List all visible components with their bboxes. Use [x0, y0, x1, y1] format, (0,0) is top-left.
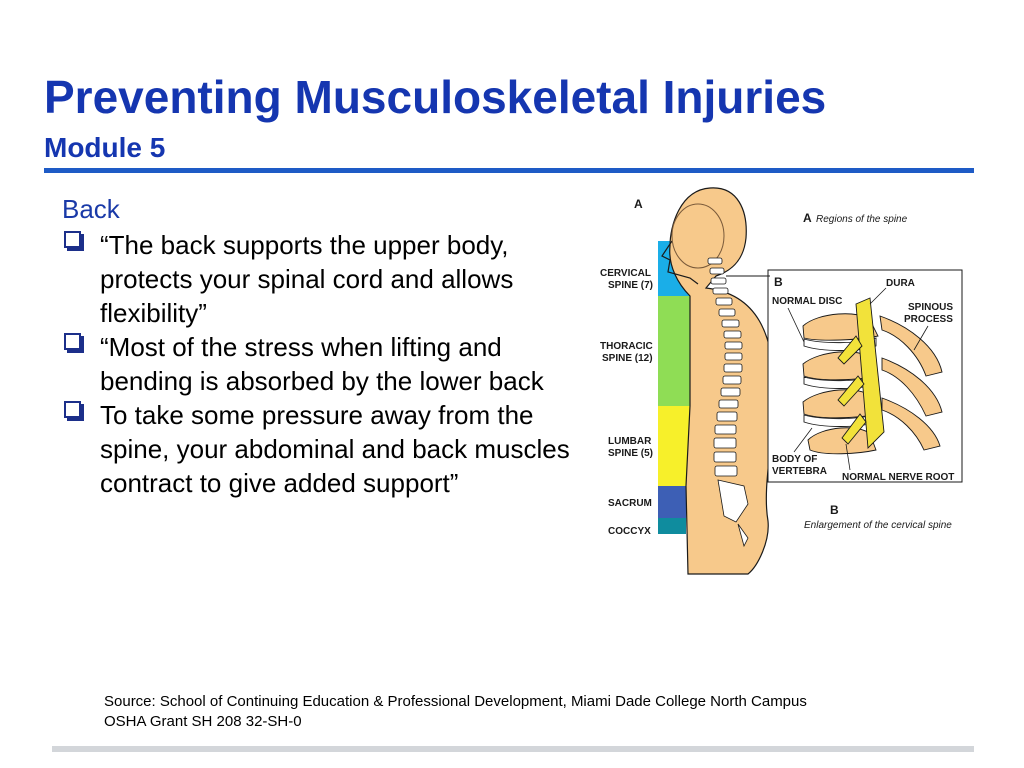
- slide-title: Preventing Musculoskeletal Injuries: [44, 71, 827, 123]
- label-body-2: VERTEBRA: [772, 466, 827, 477]
- bullet-item: “The back supports the upper body, prote…: [62, 228, 582, 330]
- label-normal-disc: NORMAL DISC: [772, 296, 842, 307]
- label-cervical-2: SPINE (7): [608, 280, 653, 291]
- label-body-1: BODY OF: [772, 454, 817, 465]
- skull-outline: [671, 203, 725, 269]
- label-lumbar-2: SPINE (5): [608, 448, 653, 459]
- title-divider: [44, 168, 974, 173]
- label-thoracic-2: SPINE (12): [602, 353, 653, 364]
- label-dura: DURA: [886, 278, 915, 289]
- leader-dura: [869, 287, 887, 305]
- label-thoracic-1: THORACIC: [600, 341, 653, 352]
- source-line-1: Source: School of Continuing Education &…: [104, 693, 807, 710]
- label-coccyx: COCCYX: [608, 526, 651, 537]
- vertebra-enlargement: [802, 297, 943, 455]
- panel-b-caption: Enlargement of the cervical spine: [804, 520, 952, 531]
- bullet-text: “The back supports the upper body, prote…: [100, 230, 514, 328]
- label-cervical-1: CERVICAL: [600, 268, 651, 279]
- panel-a-caption-letter: A: [803, 211, 812, 225]
- source-citation: Source: School of Continuing Education &…: [104, 692, 807, 732]
- panel-a-caption: Regions of the spine: [816, 214, 908, 225]
- leader-body: [793, 427, 813, 453]
- bullet-text: To take some pressure away from the spin…: [100, 400, 570, 498]
- panel-a-letter: A: [634, 197, 643, 211]
- vertebral-column: [707, 257, 749, 548]
- bullet-text: “Most of the stress when lifting and ben…: [100, 332, 544, 396]
- label-lumbar-1: LUMBAR: [608, 436, 652, 447]
- bullet-list: “The back supports the upper body, prote…: [62, 228, 582, 500]
- region-bar-thoracic: [658, 296, 690, 406]
- region-bar-lumbar: [658, 406, 690, 486]
- leader-spinous: [913, 325, 929, 351]
- leader-normal-disc: [787, 307, 805, 343]
- region-bar-sacrum: [658, 486, 686, 518]
- section-heading: Back: [62, 194, 120, 224]
- face-profile: [661, 240, 699, 285]
- slide-subtitle: Module 5: [44, 132, 166, 163]
- bullet-item: “Most of the stress when lifting and ben…: [62, 330, 582, 398]
- checkbox-bullet-icon: [64, 333, 81, 350]
- source-line-2: OSHA Grant SH 208 32-SH-0: [104, 713, 302, 730]
- panel-b-letter: B: [774, 275, 783, 289]
- bullet-item: To take some pressure away from the spin…: [62, 398, 582, 500]
- label-spinous-2: PROCESS: [904, 314, 953, 325]
- checkbox-bullet-icon: [64, 401, 81, 418]
- checkbox-bullet-icon: [64, 231, 81, 248]
- label-sacrum: SACRUM: [608, 498, 652, 509]
- spine-illustration: CERVICAL SPINE (7) THORACIC SPINE (12) L…: [600, 187, 963, 575]
- region-bar-coccyx: [658, 518, 686, 534]
- leader-nerve-root: [845, 443, 851, 471]
- panel-b-caption-letter: B: [830, 503, 839, 517]
- label-nerve-root: NORMAL NERVE ROOT: [842, 472, 954, 483]
- label-spinous-1: SPINOUS: [908, 302, 953, 313]
- footer-divider: [52, 746, 974, 752]
